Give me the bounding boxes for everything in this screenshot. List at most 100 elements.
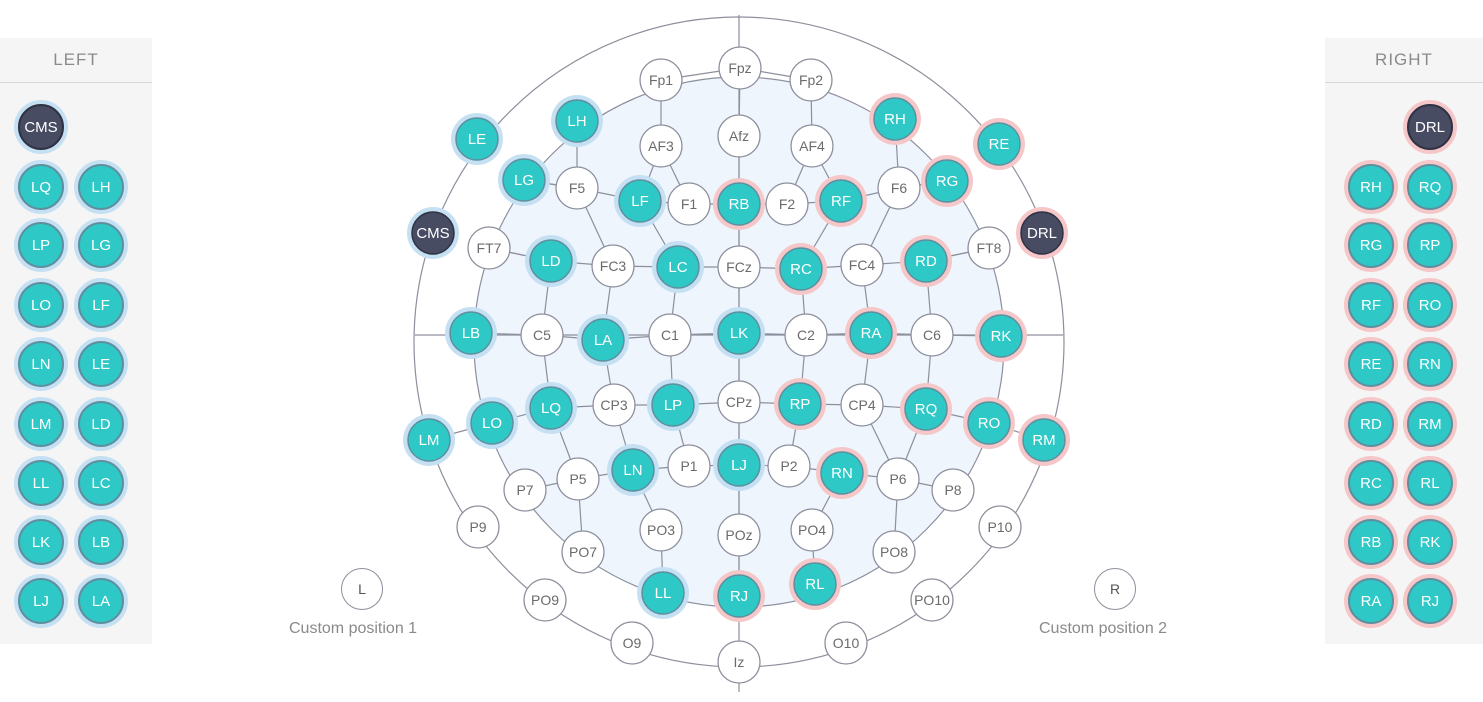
panel-electrode-la[interactable]: LA bbox=[78, 578, 124, 624]
electrode-c6[interactable]: C6 bbox=[910, 313, 954, 357]
panel-electrode-rn[interactable]: RN bbox=[1407, 341, 1453, 387]
electrode-rm[interactable]: RM bbox=[1018, 414, 1070, 466]
electrode-lo[interactable]: LO bbox=[466, 397, 518, 449]
panel-electrode-rk[interactable]: RK bbox=[1407, 519, 1453, 565]
panel-electrode-le[interactable]: LE bbox=[78, 341, 124, 387]
electrode-afz[interactable]: Afz bbox=[717, 114, 761, 158]
electrode-fcz[interactable]: FCz bbox=[717, 245, 761, 289]
electrode-fc3[interactable]: FC3 bbox=[591, 244, 635, 288]
electrode-f6[interactable]: F6 bbox=[877, 166, 921, 210]
electrode-po10[interactable]: PO10 bbox=[910, 578, 954, 622]
electrode-po3[interactable]: PO3 bbox=[639, 508, 683, 552]
electrode-ft8[interactable]: FT8 bbox=[967, 226, 1011, 270]
panel-electrode-rm[interactable]: RM bbox=[1407, 401, 1453, 447]
electrode-iz[interactable]: Iz bbox=[717, 640, 761, 684]
panel-electrode-lj[interactable]: LJ bbox=[18, 578, 64, 624]
electrode-c1[interactable]: C1 bbox=[648, 313, 692, 357]
electrode-p8[interactable]: P8 bbox=[931, 468, 975, 512]
electrode-lh[interactable]: LH bbox=[551, 95, 603, 147]
electrode-af3[interactable]: AF3 bbox=[639, 124, 683, 168]
electrode-rc[interactable]: RC bbox=[775, 243, 827, 295]
electrode-p2[interactable]: P2 bbox=[767, 444, 811, 488]
panel-electrode-drl[interactable]: DRL bbox=[1407, 104, 1453, 150]
panel-electrode-ln[interactable]: LN bbox=[18, 341, 64, 387]
electrode-o10[interactable]: O10 bbox=[824, 621, 868, 665]
electrode-lg[interactable]: LG bbox=[498, 154, 550, 206]
electrode-po9[interactable]: PO9 bbox=[523, 578, 567, 622]
panel-electrode-lg[interactable]: LG bbox=[78, 222, 124, 268]
electrode-p6[interactable]: P6 bbox=[876, 457, 920, 501]
panel-electrode-ro[interactable]: RO bbox=[1407, 282, 1453, 328]
custom-position-1-pin[interactable]: L bbox=[341, 568, 383, 610]
panel-electrode-ld[interactable]: LD bbox=[78, 401, 124, 447]
electrode-f1[interactable]: F1 bbox=[667, 182, 711, 226]
custom-position-2-pin[interactable]: R bbox=[1094, 568, 1136, 610]
electrode-lk[interactable]: LK bbox=[713, 307, 765, 359]
electrode-lb[interactable]: LB bbox=[445, 307, 497, 359]
electrode-drl[interactable]: DRL bbox=[1016, 207, 1068, 259]
electrode-rg[interactable]: RG bbox=[921, 155, 973, 207]
electrode-rk[interactable]: RK bbox=[975, 310, 1027, 362]
panel-electrode-rb[interactable]: RB bbox=[1348, 519, 1394, 565]
electrode-rq[interactable]: RQ bbox=[900, 383, 952, 435]
electrode-rb[interactable]: RB bbox=[713, 178, 765, 230]
electrode-lj[interactable]: LJ bbox=[713, 439, 765, 491]
panel-electrode-lh[interactable]: LH bbox=[78, 164, 124, 210]
electrode-p5[interactable]: P5 bbox=[556, 457, 600, 501]
electrode-ll[interactable]: LL bbox=[637, 567, 689, 619]
electrode-rf[interactable]: RF bbox=[815, 175, 867, 227]
electrode-po4[interactable]: PO4 bbox=[790, 508, 834, 552]
panel-electrode-ll[interactable]: LL bbox=[18, 460, 64, 506]
electrode-cms[interactable]: CMS bbox=[407, 207, 459, 259]
electrode-lc[interactable]: LC bbox=[652, 241, 704, 293]
electrode-rh[interactable]: RH bbox=[869, 93, 921, 145]
electrode-le[interactable]: LE bbox=[451, 113, 503, 165]
panel-electrode-lm[interactable]: LM bbox=[18, 401, 64, 447]
panel-electrode-rl[interactable]: RL bbox=[1407, 460, 1453, 506]
electrode-fpz[interactable]: Fpz bbox=[718, 46, 762, 90]
electrode-p7[interactable]: P7 bbox=[503, 468, 547, 512]
panel-electrode-cms[interactable]: CMS bbox=[18, 104, 64, 150]
electrode-f2[interactable]: F2 bbox=[765, 182, 809, 226]
electrode-lq[interactable]: LQ bbox=[525, 382, 577, 434]
electrode-lf[interactable]: LF bbox=[614, 175, 666, 227]
electrode-rp[interactable]: RP bbox=[774, 378, 826, 430]
electrode-rl[interactable]: RL bbox=[789, 558, 841, 610]
electrode-rd[interactable]: RD bbox=[900, 235, 952, 287]
panel-electrode-lf[interactable]: LF bbox=[78, 282, 124, 328]
panel-electrode-rf[interactable]: RF bbox=[1348, 282, 1394, 328]
panel-electrode-ra[interactable]: RA bbox=[1348, 578, 1394, 624]
electrode-p1[interactable]: P1 bbox=[667, 444, 711, 488]
electrode-re[interactable]: RE bbox=[973, 118, 1025, 170]
electrode-p10[interactable]: P10 bbox=[978, 505, 1022, 549]
electrode-cpz[interactable]: CPz bbox=[717, 380, 761, 424]
electrode-po7[interactable]: PO7 bbox=[561, 530, 605, 574]
electrode-ro[interactable]: RO bbox=[963, 397, 1015, 449]
panel-electrode-re[interactable]: RE bbox=[1348, 341, 1394, 387]
electrode-af4[interactable]: AF4 bbox=[790, 124, 834, 168]
electrode-la[interactable]: LA bbox=[577, 314, 629, 366]
electrode-ft7[interactable]: FT7 bbox=[467, 226, 511, 270]
panel-electrode-lq[interactable]: LQ bbox=[18, 164, 64, 210]
electrode-rn[interactable]: RN bbox=[816, 447, 868, 499]
electrode-rj[interactable]: RJ bbox=[713, 570, 765, 622]
electrode-cp4[interactable]: CP4 bbox=[840, 383, 884, 427]
panel-electrode-rc[interactable]: RC bbox=[1348, 460, 1394, 506]
electrode-o9[interactable]: O9 bbox=[610, 621, 654, 665]
electrode-fp2[interactable]: Fp2 bbox=[789, 58, 833, 102]
electrode-ln[interactable]: LN bbox=[607, 444, 659, 496]
electrode-cp3[interactable]: CP3 bbox=[592, 383, 636, 427]
panel-electrode-lb[interactable]: LB bbox=[78, 519, 124, 565]
panel-electrode-rg[interactable]: RG bbox=[1348, 222, 1394, 268]
electrode-ld[interactable]: LD bbox=[525, 235, 577, 287]
panel-electrode-rd[interactable]: RD bbox=[1348, 401, 1394, 447]
panel-electrode-rj[interactable]: RJ bbox=[1407, 578, 1453, 624]
electrode-lm[interactable]: LM bbox=[403, 414, 455, 466]
electrode-p9[interactable]: P9 bbox=[456, 505, 500, 549]
electrode-f5[interactable]: F5 bbox=[555, 166, 599, 210]
panel-electrode-lc[interactable]: LC bbox=[78, 460, 124, 506]
electrode-lp[interactable]: LP bbox=[647, 379, 699, 431]
electrode-poz[interactable]: POz bbox=[717, 513, 761, 557]
panel-electrode-rq[interactable]: RQ bbox=[1407, 164, 1453, 210]
panel-electrode-lp[interactable]: LP bbox=[18, 222, 64, 268]
